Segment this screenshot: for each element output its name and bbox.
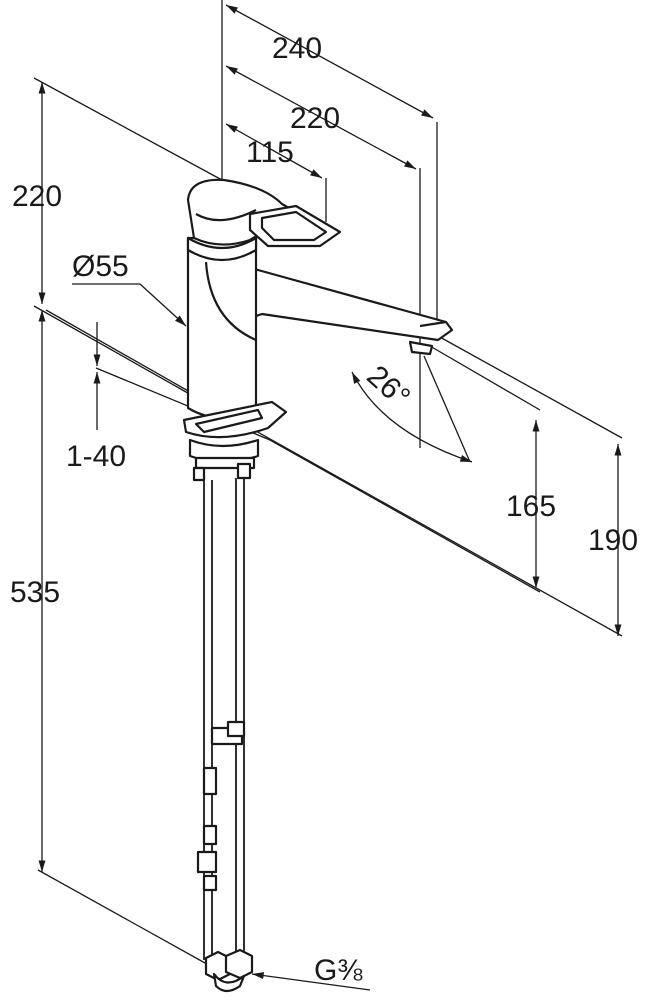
dimension-190: 190: [185, 335, 638, 637]
dim-240-label: 240: [272, 32, 322, 65]
dim-190-label: 190: [588, 524, 638, 557]
dim-thread-label: G⅜: [314, 954, 363, 987]
dimension-535: 535: [10, 305, 215, 969]
dim-220-horizontal-label: 220: [290, 102, 340, 135]
dim-diameter-label: Ø55: [72, 250, 129, 283]
dimension-115: 115: [225, 123, 327, 222]
tap-body: [182, 178, 454, 482]
dimension-165: 165: [269, 345, 556, 593]
dimension-240: 240: [221, 0, 438, 330]
connection-nuts: [204, 948, 254, 993]
dim-165-label: 165: [506, 490, 556, 523]
dimension-spout-angle: 26°: [351, 355, 473, 463]
dimension-220-vertical: 220: [12, 77, 223, 304]
dim-535-label: 535: [10, 576, 60, 609]
dim-220-vertical-label: 220: [12, 180, 62, 213]
dimension-diameter: Ø55: [72, 250, 187, 327]
dim-115-label: 115: [246, 136, 294, 169]
dim-counter-thickness-label: 1-40: [66, 440, 126, 473]
supply-hoses: [196, 478, 246, 960]
dimension-thread: G⅜: [251, 954, 371, 991]
dim-spout-angle-label: 26°: [360, 359, 416, 414]
